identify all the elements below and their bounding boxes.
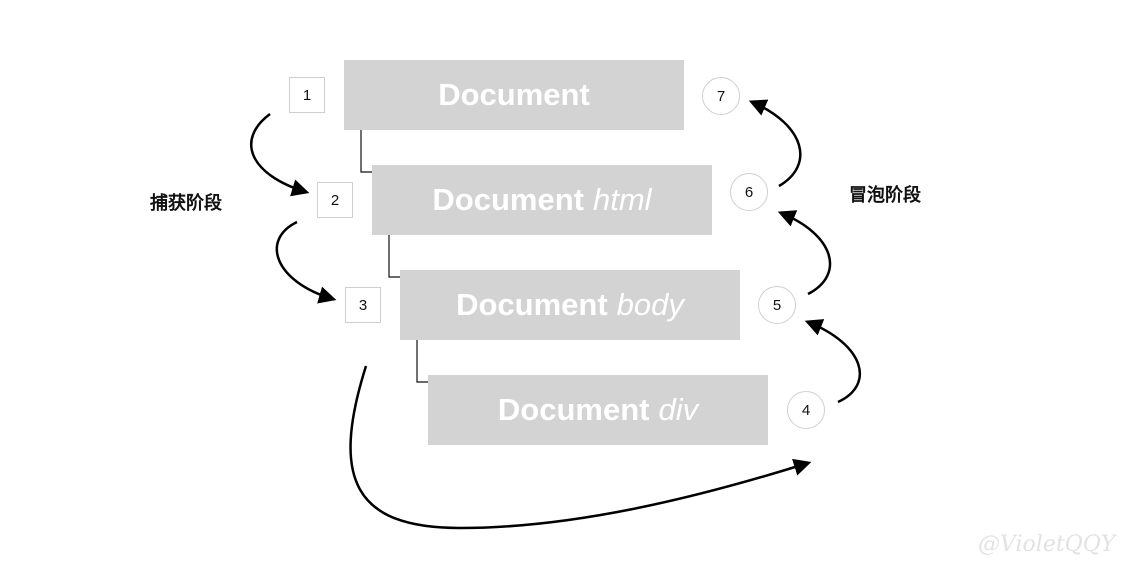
bubble-phase-label: 冒泡阶段 — [849, 185, 921, 206]
capture-step-1: 1 — [289, 77, 325, 113]
capture-phase-label: 捕获阶段 — [150, 193, 222, 214]
tree-line-document-html — [360, 130, 373, 173]
bubble-arrow-6-7 — [748, 99, 802, 188]
node-div-tag: div — [658, 392, 699, 427]
node-html: Document html — [372, 165, 712, 235]
bubble-arrow-4-5 — [804, 319, 862, 404]
node-html-tag: html — [593, 182, 652, 217]
bubble-step-6: 6 — [730, 173, 768, 211]
bubble-step-5: 5 — [758, 286, 796, 324]
target-arrow-3-4 — [349, 365, 812, 530]
node-document-name: Document — [438, 77, 590, 112]
node-html-name: Document — [432, 182, 584, 217]
capture-step-3: 3 — [345, 287, 381, 323]
capture-arrow-2-3 — [275, 220, 337, 304]
node-div-name: Document — [497, 392, 650, 427]
capture-arrow-1-2 — [250, 112, 310, 197]
tree-line-body-div — [416, 340, 429, 383]
node-body-tag: body — [616, 287, 684, 322]
bubble-step-7: 7 — [702, 77, 740, 115]
bubble-step-4: 4 — [787, 391, 825, 429]
watermark: @VioletQQY — [978, 532, 1116, 557]
tree-line-html-body — [388, 235, 401, 278]
bubble-arrow-5-6 — [777, 210, 832, 296]
node-body-name: Document — [456, 287, 608, 322]
capture-step-2: 2 — [317, 182, 353, 218]
node-document: Document — [344, 60, 684, 130]
